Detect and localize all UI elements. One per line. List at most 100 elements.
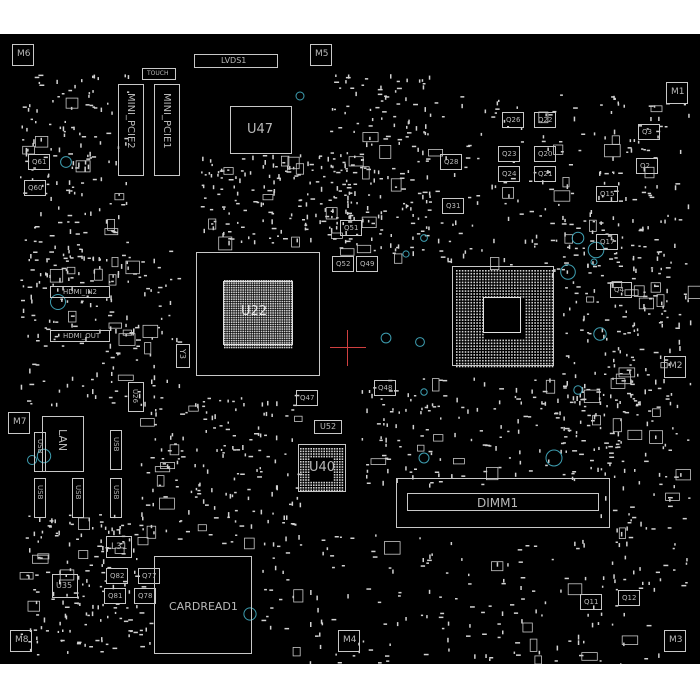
transistor-label: Q21	[538, 170, 553, 178]
usb-connector-a[interactable]: USB	[34, 478, 46, 518]
chip-lan[interactable]: LAN	[42, 416, 84, 472]
transistor-q21[interactable]: Q21	[534, 166, 556, 182]
transistor-q11[interactable]: Q11	[580, 594, 602, 610]
inductor-l31[interactable]: L31	[106, 536, 132, 558]
mount-hole-m1[interactable]: M1	[666, 82, 688, 104]
mount-hole-label: M6	[17, 49, 31, 59]
touch-connector[interactable]: TOUCH	[142, 68, 176, 80]
transistor-q17[interactable]: Q17	[596, 234, 618, 250]
chip-u40[interactable]: U40	[298, 444, 346, 492]
chip-u22-core	[223, 281, 293, 345]
chip-u22-label: U22	[241, 304, 268, 319]
inductor-l31-label: L31	[111, 542, 128, 552]
transistor-q31[interactable]: Q31	[442, 198, 464, 214]
transistor-q22[interactable]: Q22	[534, 112, 556, 128]
mini-pcie1-slot[interactable]: MINI_PCIE1	[154, 84, 180, 176]
usb-connector-b[interactable]: USB	[72, 478, 84, 518]
hdmi-in-connector[interactable]: HDMI_IN2	[50, 286, 110, 298]
transistor-q20[interactable]: Q20	[534, 146, 556, 162]
transistor-q78[interactable]: Q78	[134, 588, 156, 604]
transistor-label: Q4	[614, 286, 624, 294]
mini-pcie2-label: MINI_PCIE2	[125, 93, 136, 149]
transistor-q51[interactable]: Q51	[340, 220, 362, 236]
card-reader-label: CARDREAD1	[169, 600, 238, 613]
mount-hole-m5[interactable]: M5	[310, 44, 332, 66]
usb-connector-e[interactable]: USB	[110, 430, 122, 470]
transistor-label: Q20	[538, 150, 553, 158]
transistor-label: Q78	[138, 592, 153, 600]
transistor-label: Q11	[584, 598, 599, 606]
crystal-y3-label: Y3	[178, 349, 187, 359]
mount-hole-m8[interactable]: M8	[10, 630, 32, 652]
transistor-label: Q60	[28, 184, 43, 192]
usb-label: USB	[112, 437, 120, 452]
mount-hole-m6[interactable]: M6	[12, 44, 34, 66]
card-reader[interactable]: CARDREAD1	[154, 556, 252, 654]
transistor-q24[interactable]: Q24	[498, 166, 520, 182]
transistor-label: Q3	[642, 128, 652, 136]
pcb-traces	[19, 74, 700, 664]
transistor-q61[interactable]: Q61	[28, 154, 50, 170]
transistor-q48[interactable]: Q48	[374, 380, 396, 396]
dimm1-slot[interactable]: DIMM1	[396, 478, 610, 528]
usb-connector-c[interactable]: USB	[110, 478, 122, 518]
mount-hole-label: M1	[671, 87, 685, 97]
transistor-label: Q47	[300, 394, 315, 402]
chip-u26[interactable]: U26	[128, 382, 144, 412]
transistor-q82[interactable]: Q82	[106, 568, 128, 584]
usb-label: USB	[74, 485, 82, 500]
transistor-label: Q12	[622, 594, 637, 602]
mount-hole-m4[interactable]: M4	[338, 630, 360, 652]
transistor-q49[interactable]: Q49	[356, 256, 378, 272]
usb-label: USB	[112, 485, 120, 500]
transistor-q26[interactable]: Q26	[502, 112, 524, 128]
cpu-socket[interactable]	[452, 266, 554, 366]
transistor-q81[interactable]: Q81	[104, 588, 126, 604]
mount-hole-m3[interactable]: M3	[664, 630, 686, 652]
hdmi-out-connector[interactable]: HDMI_OUT	[50, 330, 110, 342]
mount-hole-label: M5	[315, 49, 329, 59]
chip-u52[interactable]: U52	[314, 420, 342, 434]
chip-u35[interactable]: U35	[52, 574, 78, 598]
pcb-board: M6 M5 M1 M7 M2 M8 M4 M3 MINI_PCIE2 MINI_…	[0, 34, 700, 664]
transistor-q23[interactable]: Q23	[498, 146, 520, 162]
transistor-q60[interactable]: Q60	[24, 180, 46, 196]
mount-hole-label: M3	[669, 635, 683, 645]
lvds-label: LVDS1	[221, 56, 247, 65]
transistor-q28[interactable]: Q28	[440, 154, 462, 170]
chip-u47-label: U47	[247, 122, 274, 137]
transistor-q3[interactable]: Q3	[638, 124, 660, 140]
transistor-label: Q81	[108, 592, 123, 600]
mount-hole-label: M4	[343, 635, 357, 645]
transistor-q15[interactable]: Q15	[596, 186, 618, 202]
mount-hole-label: M7	[13, 417, 27, 427]
transistor-q4[interactable]: Q4	[610, 282, 632, 298]
lvds-connector[interactable]: LVDS1	[194, 54, 278, 68]
transistor-q77[interactable]: Q77	[138, 568, 160, 584]
mount-hole-label: M2	[669, 361, 683, 371]
chip-u22[interactable]: U22	[196, 252, 320, 376]
transistor-q2[interactable]: Q2	[636, 158, 658, 174]
mini-pcie2-slot[interactable]: MINI_PCIE2	[118, 84, 144, 176]
hdmi-out-label: HDMI_OUT	[63, 332, 101, 340]
dimm1-inner-slot	[407, 493, 599, 511]
mount-hole-m2[interactable]: M2	[664, 356, 686, 378]
mount-hole-m7[interactable]: M7	[8, 412, 30, 434]
transistor-label: Q77	[142, 572, 157, 580]
chip-u26-label: U26	[131, 389, 139, 404]
chip-u47[interactable]: U47	[230, 106, 292, 154]
transistor-q52[interactable]: Q52	[332, 256, 354, 272]
chip-lan-label: LAN	[56, 429, 69, 452]
transistor-label: Q17	[600, 238, 615, 246]
cpu-die	[483, 297, 521, 333]
usb-connector-d[interactable]: USB	[34, 432, 46, 472]
transistor-q12[interactable]: Q12	[618, 590, 640, 606]
crystal-y3[interactable]: Y3	[176, 344, 190, 368]
transistor-label: Q48	[378, 384, 393, 392]
touch-label: TOUCH	[147, 70, 169, 77]
transistor-label: Q61	[32, 158, 47, 166]
transistor-label: Q28	[444, 158, 459, 166]
chip-u40-label: U40	[309, 460, 336, 475]
transistor-label: Q52	[336, 260, 351, 268]
transistor-q47[interactable]: Q47	[296, 390, 318, 406]
